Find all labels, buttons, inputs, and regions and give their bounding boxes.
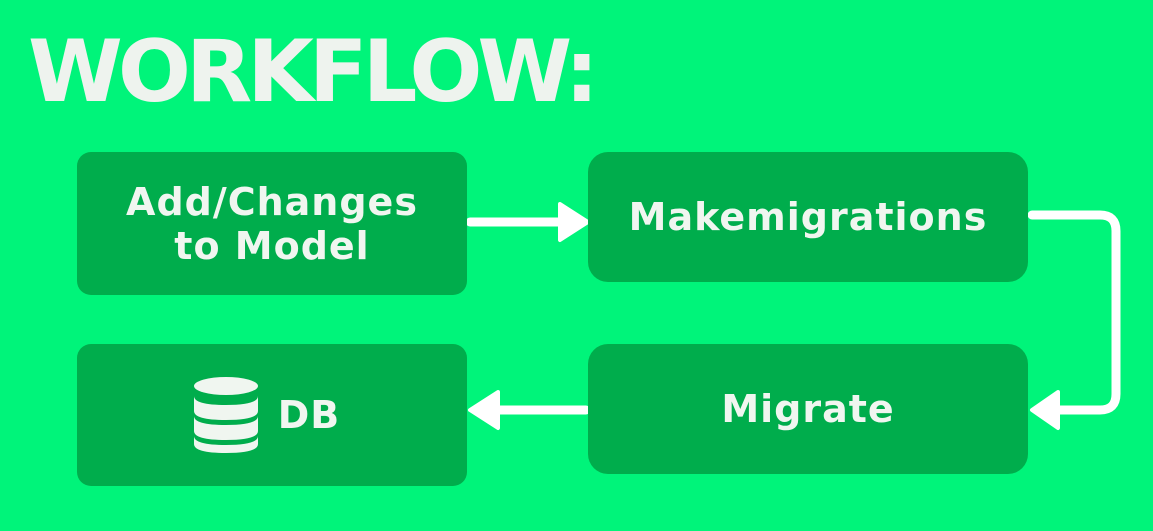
step-label: Makemigrations	[628, 195, 988, 239]
step-migrate: Migrate	[588, 344, 1028, 474]
database-icon	[193, 377, 258, 453]
step-label: to Model	[174, 223, 370, 268]
step-label: DB	[277, 393, 341, 437]
step-add-changes-to-model: Add/Changes to Model	[77, 152, 467, 295]
page-title: WORKFLOW:	[28, 22, 599, 122]
step-makemigrations: Makemigrations	[588, 152, 1028, 282]
arrowhead-right	[558, 202, 590, 242]
arrowhead-left	[468, 390, 500, 430]
step-db: DB	[77, 344, 467, 486]
arrowhead-left	[1030, 390, 1060, 430]
arrow-makemigrations-to-migrate	[1027, 210, 1121, 415]
step-label: Migrate	[721, 387, 895, 431]
step-label: Add/Changes	[126, 179, 418, 224]
